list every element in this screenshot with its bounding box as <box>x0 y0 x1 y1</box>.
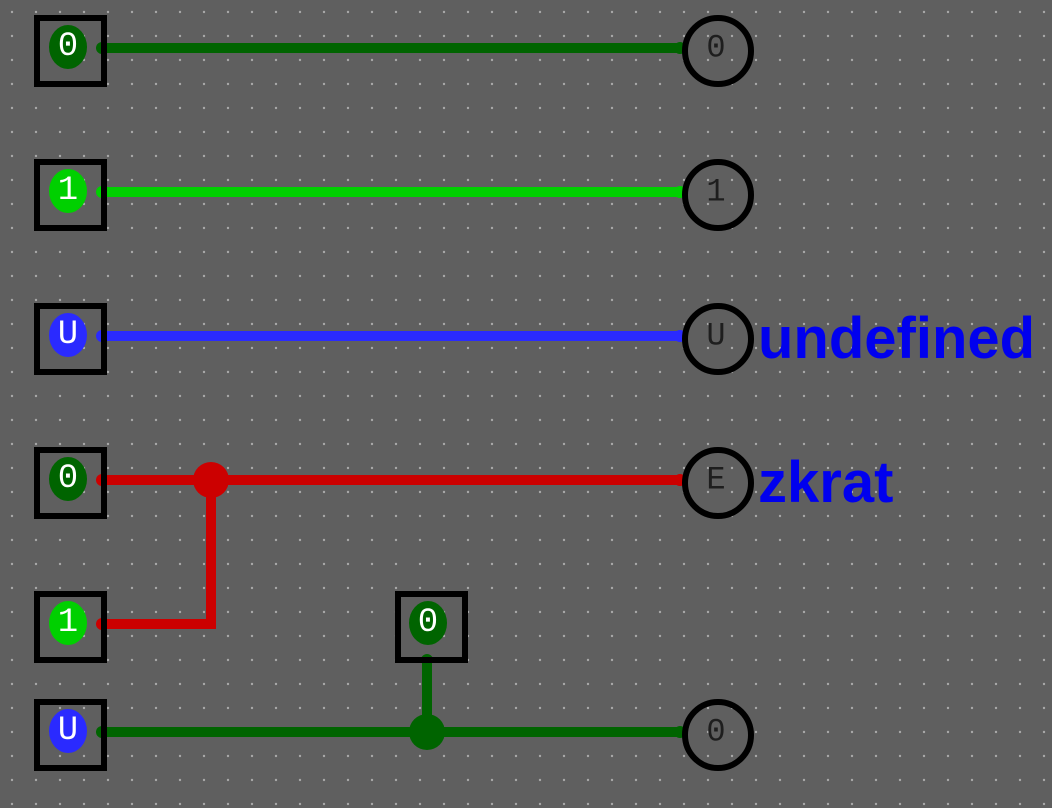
input-pin-1[interactable]: 0 <box>34 15 107 87</box>
grid-dots <box>10 10 1046 806</box>
wire-short[interactable] <box>96 462 686 630</box>
wire-0[interactable] <box>96 42 686 54</box>
input-pin-4-value: 0 <box>58 460 78 498</box>
output-probe-3[interactable]: U <box>682 303 754 375</box>
input-pin-5-value: 1 <box>58 604 78 642</box>
label-zkrat[interactable]: zkrat <box>758 450 893 515</box>
output-probe-5-value: 0 <box>706 714 725 751</box>
input-pin-5[interactable]: 1 <box>34 591 107 663</box>
output-probe-1[interactable]: 0 <box>682 15 754 87</box>
wire-1[interactable] <box>96 186 686 198</box>
input-pin-1-value: 0 <box>58 28 78 66</box>
output-probe-3-value: U <box>706 318 725 355</box>
input-pin-2-value: 1 <box>58 172 78 210</box>
output-probe-4-value: E <box>706 462 725 499</box>
output-probe-5[interactable]: 0 <box>682 699 754 771</box>
input-pin-6-value: 0 <box>418 604 438 642</box>
input-pin-7[interactable]: U <box>34 699 107 771</box>
input-pin-6[interactable]: 0 <box>395 591 468 663</box>
wire-resolved[interactable] <box>96 654 686 750</box>
output-probe-2[interactable]: 1 <box>682 159 754 231</box>
input-pin-2[interactable]: 1 <box>34 159 107 231</box>
output-probe-2-value: 1 <box>706 174 725 211</box>
input-pin-3[interactable]: U <box>34 303 107 375</box>
output-probe-1-value: 0 <box>706 30 725 67</box>
output-probe-4[interactable]: E <box>682 447 754 519</box>
input-pin-7-value: U <box>58 712 78 750</box>
input-pin-3-value: U <box>58 316 78 354</box>
wire-u[interactable] <box>96 330 686 342</box>
label-undefined[interactable]: undefined <box>758 306 1035 371</box>
input-pin-4[interactable]: 0 <box>34 447 107 519</box>
